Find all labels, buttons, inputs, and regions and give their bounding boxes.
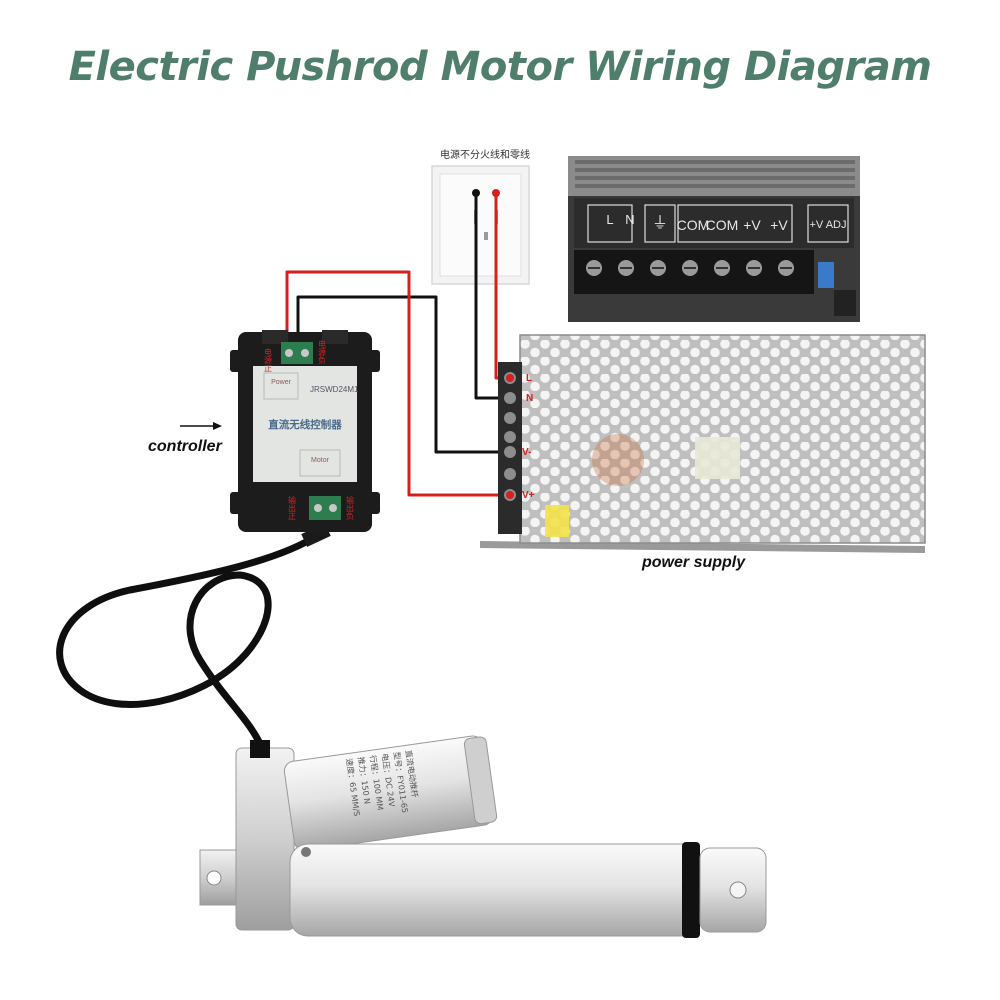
controller-name: 直流无线控制器 [268,418,342,431]
terminal-block-closeup: L N ⏚ COM COM +V +V +V ADJ [568,156,860,322]
zoom-label-l: L [606,212,613,227]
zoom-label-v1: +V [743,217,761,233]
controller-power-tag: Power [271,379,292,386]
ground-symbol-icon: ⏚ [652,213,668,232]
controller-box: Power JRSWD24M1 直流无线控制器 Motor 电源正 电源负 输出… [230,330,380,532]
controller-motor-tag: Motor [311,457,330,464]
terminal-label-vplus: V+ [522,490,535,501]
arrow-right-icon [180,422,222,430]
wire-red-vplus-to-controller [285,270,510,497]
controller-model: JRSWD24M1 [310,385,359,394]
controller-input-label-right: 电源负 [318,339,327,365]
zoom-label-adj: +V ADJ [810,219,847,231]
outlet-caption: 电源不分火线和零线 [440,148,530,161]
controller-label: controller [148,438,222,455]
wall-outlet: 电源不分火线和零线 [431,148,530,285]
zoom-label-com2: COM [706,217,739,233]
page-title: Electric Pushrod Motor Wiring Diagram [68,44,932,90]
power-supply-label: power supply [642,554,746,571]
motor-cable [56,531,322,752]
controller-output-label-left: 输出正 [288,495,297,520]
wire-black-vminus-to-controller [296,295,510,454]
zoom-label-v2: +V [770,217,788,233]
power-supply: L N V- V+ [480,334,926,553]
zoom-label-n: N [625,212,634,227]
controller-output-label-right: 输出负 [346,495,355,521]
controller-input-label-left: 电源正 [264,347,273,372]
terminal-label-N: N [526,393,533,404]
linear-actuator: 直流电动推杆 型号：FY011-65 电压：DC 24V 行程：100 MM 推… [199,735,767,938]
terminal-label-vminus: V- [522,447,531,458]
zoom-label-com1: COM [677,217,710,233]
terminal-label-L: L [526,373,532,384]
